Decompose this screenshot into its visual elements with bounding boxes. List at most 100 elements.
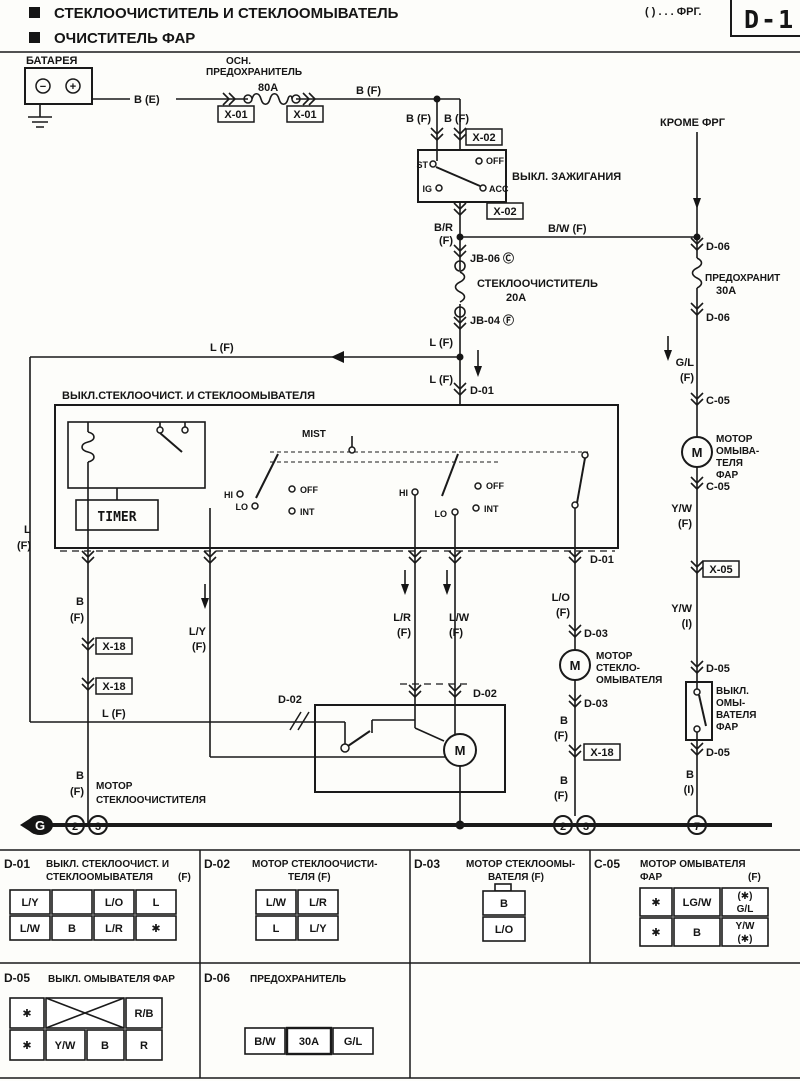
washer-motor-m: M: [570, 658, 581, 673]
washer-motor-symbol: [559, 649, 591, 681]
pinout-suffix-d01: (F): [178, 872, 191, 883]
wire-label-l-f: L (F): [102, 708, 126, 720]
wiper-fuse-element: [454, 271, 466, 303]
pinout-title-c05-2: ФАР: [640, 872, 663, 883]
wire-suffix-f: (F): [680, 372, 694, 384]
battery-plus: +: [70, 81, 76, 93]
connector-label-x18: X-18: [102, 641, 125, 653]
relay-arm: [159, 432, 183, 453]
wire-label-b-f: B (F): [444, 113, 469, 125]
headlight-washer-motor-m: M: [692, 445, 703, 460]
ground-point-3b: [576, 815, 596, 835]
battery-minus: −: [40, 81, 46, 93]
pinout-code-d03: D-03: [414, 857, 440, 871]
pinout-code-d05: D-05: [4, 971, 30, 985]
mist-contact: [348, 446, 356, 454]
battery-pos-terminal: [65, 78, 81, 94]
switch-arm-right: [441, 453, 459, 497]
ground-point-3: [88, 815, 108, 835]
pinout-title-d06: ПРЕДОХРАНИТЕЛЬ: [250, 974, 346, 985]
ground-g-label: G: [35, 818, 45, 833]
int-contact-left: [288, 507, 296, 515]
pinout-d01-cells: [9, 889, 177, 941]
pin-cell: L: [153, 897, 160, 909]
hw-switch-arm: [698, 694, 707, 727]
hi-contact-right: [411, 488, 419, 496]
wiper-fuse-amp: 20A: [506, 292, 526, 304]
hl-switch-label-2: ОМЫ-: [716, 698, 745, 709]
hi-label-left: HI: [224, 490, 233, 500]
pin-cell: (✱): [737, 934, 752, 945]
wiper-motor-box: [314, 704, 506, 793]
wiring: [29, 95, 701, 830]
pinout-d05-cells: [9, 997, 163, 1061]
hl-switch-label-3: ВАТЕЛЯ: [716, 710, 756, 721]
bullet-square-2: [29, 32, 40, 43]
page-title-1: СТЕКЛООЧИСТИТЕЛЬ И СТЕКЛООМЫВАТЕЛЬ: [54, 5, 399, 22]
wire-label-y-w: Y/W: [671, 503, 692, 515]
wiper-fuse-label: СТЕКЛООЧИСТИТЕЛЬ: [477, 278, 598, 290]
wire-break-slashes: [289, 711, 310, 731]
off-label-left: OFF: [300, 485, 318, 495]
washer-motor-label-1: МОТОР: [596, 651, 633, 662]
connector-label-d05: D-05: [706, 747, 730, 759]
pinout-code-d02: D-02: [204, 857, 230, 871]
ground-point-2: [65, 815, 85, 835]
wire-suffix-f: (F): [439, 235, 453, 247]
washer-switch-arm: [576, 457, 586, 504]
ground-point-2b: [553, 815, 573, 835]
pin-cell: (✱): [737, 891, 752, 902]
wire-suffix-f: (F): [192, 641, 206, 653]
pinout-title-d01-2: СТЕКЛООМЫВАТЕЛЯ: [46, 872, 153, 883]
mist-label: MIST: [302, 429, 326, 440]
pinout-title-d03-1: МОТОР СТЕКЛООМЫ-: [466, 859, 575, 870]
wire-label-b: B: [560, 775, 568, 787]
left-arrow: [331, 351, 344, 363]
terminal-label-off: OFF: [486, 156, 504, 166]
pinout-suffix-c05: (F): [748, 872, 761, 883]
wire-suffix-f: (F): [556, 607, 570, 619]
washer-contact: [571, 501, 579, 509]
connector-box-x02: [486, 202, 524, 220]
wiper-motor-m: M: [455, 743, 466, 758]
relay-contact: [181, 426, 189, 434]
battery-ground-symbol: [28, 104, 52, 128]
relay-inner-box: [67, 421, 206, 489]
ground-point-7: [687, 815, 707, 835]
terminal-st: [429, 160, 437, 168]
lo-label-right: LO: [435, 509, 448, 519]
wire-label-b-f: B (F): [406, 113, 431, 125]
hl-motor-label-2: ОМЫВА-: [716, 446, 759, 457]
pin-cell: G/L: [344, 1036, 363, 1048]
off-contact-left: [288, 485, 296, 493]
terminal-off: [475, 157, 483, 165]
timer-label: TIMER: [97, 510, 136, 525]
pin-cell: Y/W: [736, 921, 755, 932]
ground-number: 7: [694, 821, 700, 833]
terminal-label-ig: IG: [422, 184, 432, 194]
ground-number: 2: [72, 821, 78, 833]
page-code-box: [730, 0, 800, 37]
terminal-label-acc: ACC: [489, 184, 509, 194]
terminal-acc: [479, 184, 487, 192]
int-label-right: INT: [484, 504, 499, 514]
connector-label-x02: X-02: [493, 206, 516, 218]
fuse30-label: ПРЕДОХРАНИТ: [705, 273, 780, 284]
pin-cell: 30A: [299, 1036, 319, 1048]
pin-cell: R: [140, 1040, 148, 1052]
wire-label-l-o: L/O: [552, 592, 571, 604]
flow-arrows: [201, 198, 701, 609]
diagram-labels: БАТАРЕЯ − + B (E) ОСН. ПРЕДОХРАНИТЕЛЬ 80…: [17, 55, 780, 833]
wire-label-y-w: Y/W: [671, 603, 692, 615]
connector-label-d02: D-02: [278, 694, 302, 706]
mechanical-link-dashes: [270, 451, 588, 463]
pinout-code-d01: D-01: [4, 857, 30, 871]
hl-switch-label-4: ФАР: [716, 722, 739, 733]
battery-neg-terminal: [35, 78, 51, 94]
connector-box-x01: [286, 105, 324, 123]
wire-suffix-f: (F): [70, 786, 84, 798]
relay-contact: [156, 426, 164, 434]
off-contact-right: [474, 482, 482, 490]
ignition-switch-label: ВЫКЛ. ЗАЖИГАНИЯ: [512, 171, 621, 183]
